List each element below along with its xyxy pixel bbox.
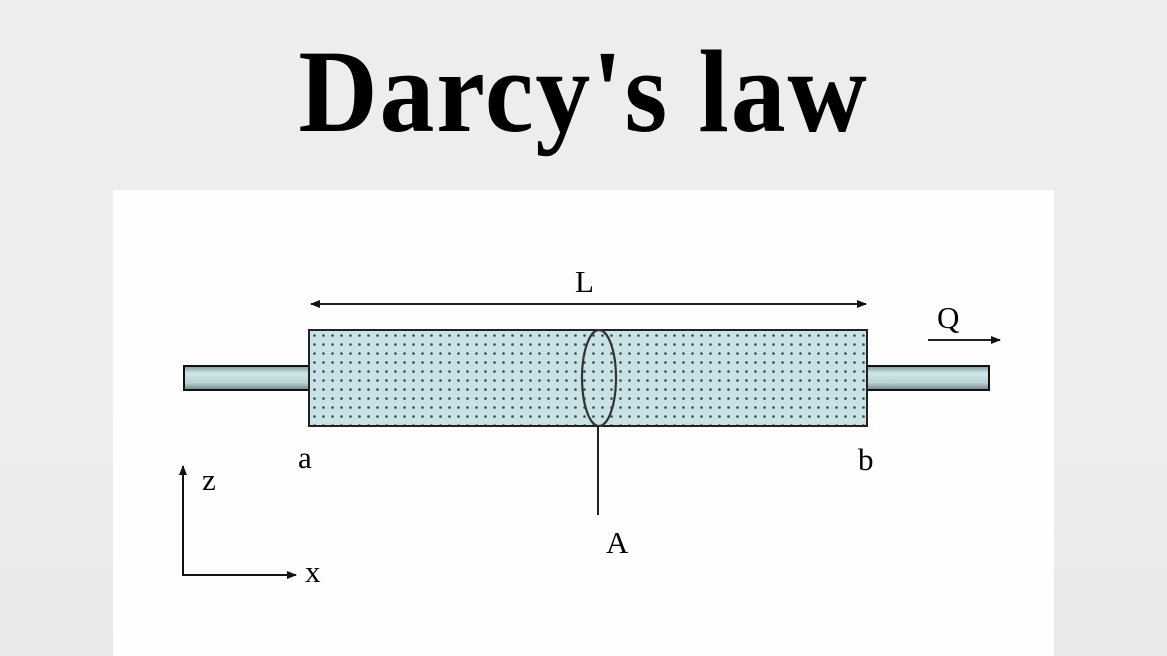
- z-axis-label: z: [202, 462, 216, 497]
- outlet-pipe: [866, 365, 990, 391]
- slide-title: Darcy's law: [298, 26, 869, 157]
- flow-label: Q: [937, 300, 959, 335]
- porous-medium-column: [308, 329, 868, 427]
- outlet-end-label: b: [858, 442, 874, 477]
- length-label: L: [575, 264, 594, 299]
- x-axis-label: x: [305, 554, 321, 589]
- inlet-end-label: a: [298, 440, 312, 475]
- cross-section-label: A: [606, 525, 629, 560]
- inlet-pipe: [183, 365, 311, 391]
